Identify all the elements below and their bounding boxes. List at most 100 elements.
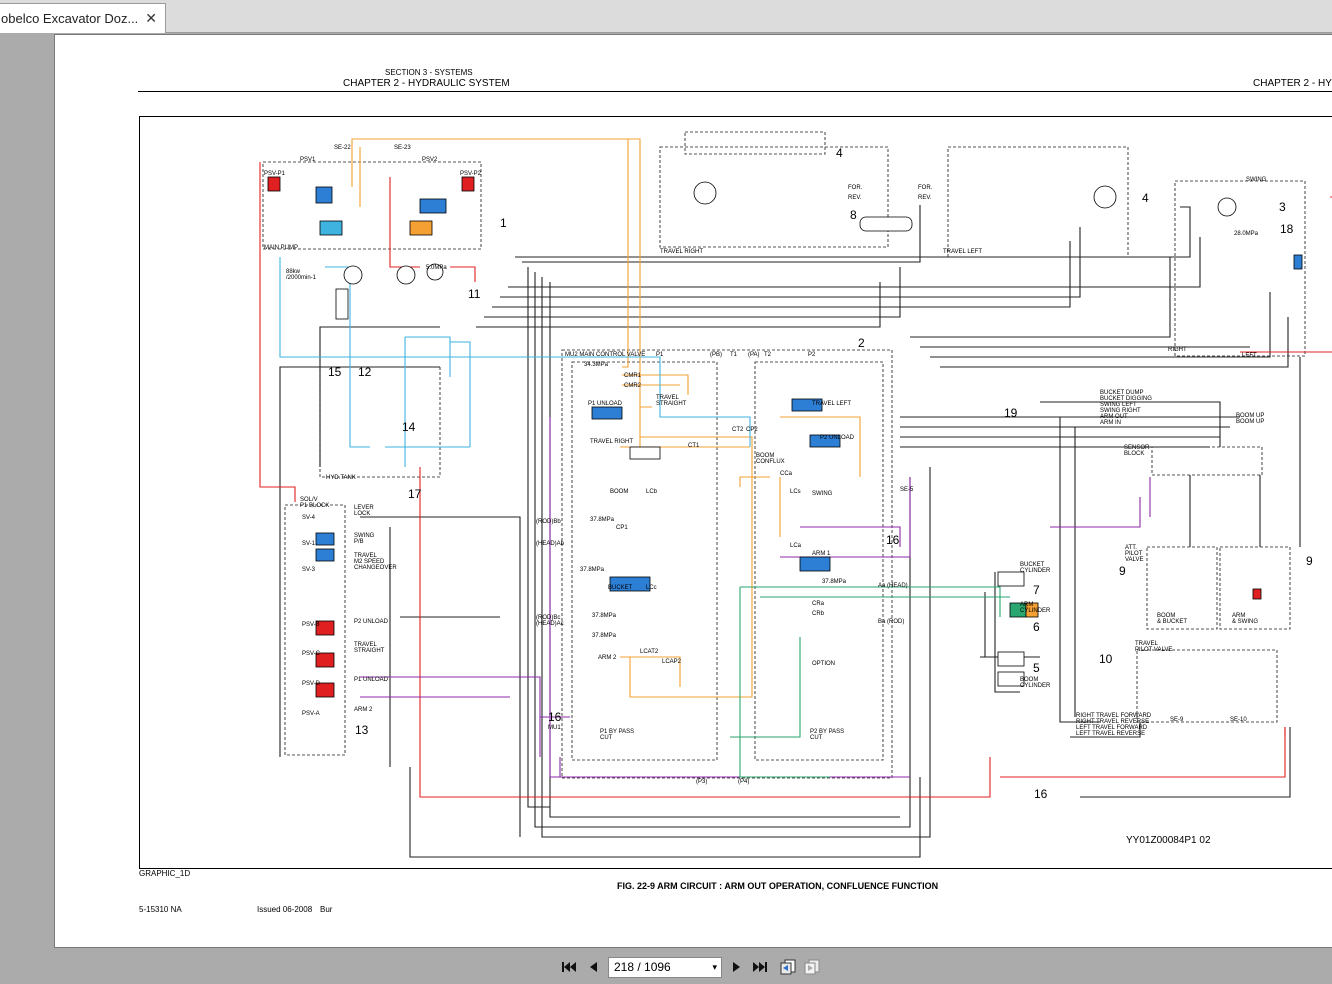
callout-9-left: 9 [1119,564,1126,578]
figure-code: YY01Z00084P1 02 [1126,835,1211,846]
label-cra: CRa [812,601,825,607]
label-sv4: SV-4 [302,515,316,521]
swing-box [1174,180,1306,357]
callout-13: 13 [355,723,369,737]
label-bucket-cyl: BUCKET CYLINDER [1020,562,1051,574]
p1-unload-spool [591,406,623,420]
label-psv-p2: PSV-P2 [460,171,482,177]
document-viewer[interactable]: SECTION 3 - SYSTEMS CHAPTER 2 - HYDRAULI… [0,34,1332,950]
section-header: SECTION 3 - SYSTEMS [385,68,473,77]
label-head-ab: (HEAD)Ab [536,541,565,547]
label-for-right: FOR. [848,185,863,191]
travel-right-box [659,146,889,248]
label-mu1: MU1 [548,725,561,731]
label-swing-pb: SWING P/B [354,533,375,545]
label-p1-unload: P1 UNLOAD [588,401,623,407]
label-ct2: CT2 [732,427,744,433]
label-t2: T2 [764,352,772,358]
callout-12: 12 [358,365,372,379]
chevron-down-icon[interactable]: ▾ [712,962,717,972]
label-lcap2: LCAP2 [662,659,682,665]
label-se5: SE-5 [900,487,914,493]
callout-7: 7 [1033,583,1040,597]
label-arm-in: ARM IN [1100,420,1121,426]
label-p2-unload-spool: P2 UNLOAD [820,435,855,441]
graphic-id: GRAPHIC_1D [139,869,191,878]
chapter-header-left: CHAPTER 2 - HYDRAULIC SYSTEM [343,78,510,89]
label-swing-right: SWING RIGHT [1100,408,1141,414]
label-psv1: PSV1 [300,157,316,163]
label-cmr1: CMR1 [624,373,642,379]
label-pressure-37d: 37.8MPa [592,633,617,639]
label-lcs: LCs [790,489,801,495]
arm1-spool [799,556,831,572]
label-boom-cyl: BOOM CYLINDER [1020,677,1051,689]
label-ltf: LEFT TRAVEL FORWARD [1076,725,1148,731]
label-ct1: CT1 [688,443,700,449]
label-pressure-37e: 37.8MPa [822,579,847,585]
label-travel-straight-sol: TRAVEL STRAIGHT [354,642,385,654]
issued-suffix: Bur [320,905,333,914]
label-p2: P2 [808,352,816,358]
label-sv3: SV-3 [302,567,316,573]
label-arm-out: ARM OUT [1100,414,1128,420]
label-pressure-37b: 37.8MPa [580,567,605,573]
callout-18: 18 [1280,222,1294,236]
label-crb: CRb [812,611,825,617]
callout-16-a: 16 [886,533,900,547]
label-rev-left: REV. [918,195,932,201]
page-number-select[interactable]: 218 / 1096 ▾ [608,957,722,978]
label-psv-b: PSV-B [302,622,320,628]
close-icon[interactable]: ✕ [145,10,157,26]
label-arm2-sol: ARM 2 [354,707,373,713]
callout-9-right: 9 [1306,554,1313,568]
label-cp2: CP2 [746,427,758,433]
next-page-icon[interactable] [729,959,745,975]
label-p1: P1 [656,352,664,358]
previous-view-icon[interactable] [780,959,796,975]
label-bucket-digging: BUCKET DIGGING [1100,396,1152,402]
callout-10: 10 [1099,652,1113,666]
label-cp1: CP1 [616,525,628,531]
issued-date: Issued 06-2008 [257,905,313,914]
label-bucket: BUCKET [608,585,633,591]
label-boom: BOOM [610,489,629,495]
figure-caption: FIG. 22-9 ARM CIRCUIT : ARM OUT OPERATIO… [617,881,939,891]
hydraulic-diagram: 1 2 3 4 4 5 6 7 8 9 9 10 11 12 13 14 15 … [139,116,1332,869]
first-page-icon[interactable] [561,959,577,975]
label-p2-unload: P2 UNLOAD [354,619,389,625]
label-lcat2: LCAT2 [640,649,659,655]
next-view-icon[interactable] [804,959,820,975]
label-rpm: 88kw /2000min-1 [286,269,317,281]
label-swing-spool: SWING [812,491,833,497]
label-psv-a: PSV-A [302,711,320,717]
label-bucket-dump: BUCKET DUMP [1100,390,1144,396]
document-tab[interactable]: obelco Excavator Doz... ✕ [0,3,166,33]
callout-3: 3 [1279,200,1286,214]
callout-11: 11 [468,287,481,301]
main-pump-box [262,161,482,250]
label-p1-bypass: P1 BY PASS CUT [600,729,635,741]
label-lever-lock: LEVER LOCK [354,505,374,517]
label-se10: SE-10 [1230,717,1247,723]
label-for-left: FOR. [918,185,933,191]
label-t1: T1 [730,352,738,358]
previous-page-icon[interactable] [585,959,601,975]
label-travel-speed: TRAVEL M2 SPEED CHANGEOVER [354,553,397,571]
callout-16-b: 16 [548,710,562,724]
label-pressure-34: 34.3MPa [584,362,609,368]
label-ltr: LEFT TRAVEL REVERSE [1076,731,1146,737]
tab-bar: obelco Excavator Doz... ✕ [0,0,1332,33]
pdf-page: SECTION 3 - SYSTEMS CHAPTER 2 - HYDRAULI… [54,34,1332,948]
last-page-icon[interactable] [752,959,768,975]
label-boom-up-2: BOOM UP [1236,419,1265,425]
chapter-header-right: CHAPTER 2 - HY [1253,78,1332,89]
callout-14: 14 [402,420,416,434]
callout-17: 17 [408,487,422,501]
label-mcv: MU2 MAIN CONTROL VALVE [565,352,646,358]
callout-4-left: 4 [1142,191,1149,205]
label-solv-block: SOL/V P1 BLOCK [300,497,330,509]
callout-15: 15 [328,365,342,379]
mcv-box [561,349,893,779]
callout-5: 5 [1033,661,1040,675]
